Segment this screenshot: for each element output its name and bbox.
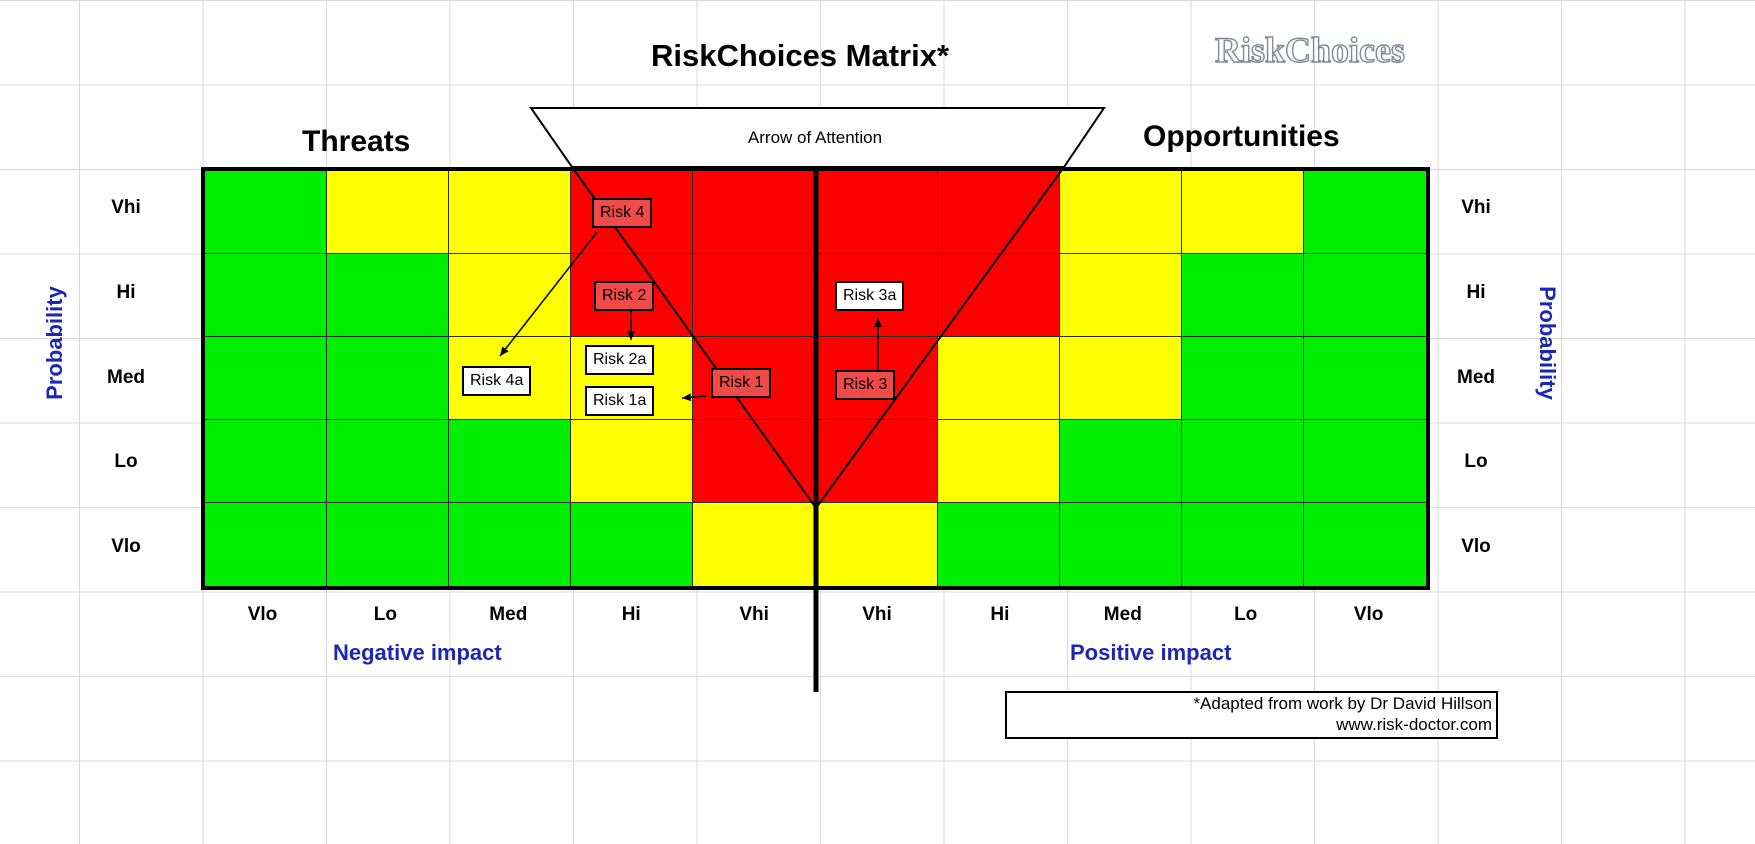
risk-3-box: Risk 3 xyxy=(835,370,896,400)
matrix-cell xyxy=(1181,171,1304,254)
matrix-cell xyxy=(937,171,1060,254)
risk-4-box: Risk 4 xyxy=(592,198,653,228)
matrix-cell xyxy=(1181,503,1304,586)
matrix-cell xyxy=(815,420,938,503)
matrix-cell xyxy=(205,503,328,586)
matrix-cell xyxy=(327,503,450,586)
column-label: Vhi xyxy=(739,604,769,625)
column-label: Hi xyxy=(990,604,1010,625)
page-title: RiskChoices Matrix* xyxy=(650,38,950,73)
column-label: Vlo xyxy=(1353,604,1384,625)
matrix-cell xyxy=(449,254,572,337)
matrix-cell xyxy=(693,420,816,503)
matrix-cell xyxy=(693,171,816,254)
column-label: Lo xyxy=(1234,604,1258,625)
risk-3a-box: Risk 3a xyxy=(835,281,905,311)
matrix-cell xyxy=(449,503,572,586)
arrow-risk4-to-risk4a xyxy=(499,231,598,357)
riskchoices-logo: RiskChoices xyxy=(1214,29,1405,70)
negative-impact-label: Negative impact xyxy=(333,640,502,665)
matrix-cell xyxy=(1059,420,1182,503)
row-label-right: Med xyxy=(1457,366,1495,388)
matrix-cell xyxy=(1303,420,1426,503)
credit-line-1: *Adapted from work by Dr David Hillson xyxy=(1193,694,1492,713)
matrix-cell xyxy=(1303,503,1426,586)
matrix-cell xyxy=(327,337,450,420)
risk-1-box: Risk 1 xyxy=(711,368,772,398)
row-label-left: Lo xyxy=(114,451,138,473)
risk-matrix xyxy=(201,167,1430,590)
matrix-cell xyxy=(571,503,694,586)
row-label-left: Med xyxy=(107,366,145,388)
matrix-cell xyxy=(1303,337,1426,420)
matrix-cell xyxy=(815,503,938,586)
row-label-right: Vlo xyxy=(1461,535,1491,557)
column-label: Vlo xyxy=(247,604,278,625)
credit-box: *Adapted from work by Dr David Hillson w… xyxy=(1005,691,1498,739)
matrix-cell xyxy=(693,503,816,586)
matrix-cell xyxy=(205,254,328,337)
matrix-cell xyxy=(205,337,328,420)
row-label-right: Hi xyxy=(1466,281,1486,303)
matrix-cell xyxy=(205,171,328,254)
matrix-cell xyxy=(815,171,938,254)
matrix-cell xyxy=(205,420,328,503)
column-label: Hi xyxy=(621,604,641,625)
matrix-cell xyxy=(1059,337,1182,420)
matrix-cell xyxy=(1059,503,1182,586)
risk-4a-box: Risk 4a xyxy=(462,366,532,396)
column-label: Med xyxy=(489,604,528,625)
positive-impact-label: Positive impact xyxy=(1070,640,1232,665)
column-label: Vhi xyxy=(862,604,892,625)
matrix-cell xyxy=(1181,420,1304,503)
matrix-cell xyxy=(937,503,1060,586)
risk-1a-box: Risk 1a xyxy=(585,386,655,416)
risk-2a-box: Risk 2a xyxy=(585,345,655,375)
matrix-cell xyxy=(1181,337,1304,420)
row-label-right: Lo xyxy=(1464,451,1488,473)
matrix-cell xyxy=(937,420,1060,503)
matrix-cell xyxy=(449,171,572,254)
row-label-left: Vlo xyxy=(111,535,141,557)
matrix-cell xyxy=(1059,254,1182,337)
row-label-left: Vhi xyxy=(111,197,141,219)
threats-heading: Threats xyxy=(302,125,411,158)
matrix-cell xyxy=(1059,171,1182,254)
matrix-cells xyxy=(205,171,1426,586)
matrix-cell xyxy=(327,254,450,337)
arrow-risk1-to-risk1a xyxy=(681,393,707,402)
matrix-cell xyxy=(571,420,694,503)
column-label: Lo xyxy=(373,604,397,625)
matrix-cell xyxy=(1303,254,1426,337)
risk-2-box: Risk 2 xyxy=(594,281,655,311)
credit-line-2: www.risk-doctor.com xyxy=(1336,715,1492,734)
row-label-left: Hi xyxy=(116,281,136,303)
matrix-cell xyxy=(693,254,816,337)
matrix-cell xyxy=(937,337,1060,420)
matrix-cell xyxy=(1303,171,1426,254)
matrix-cell xyxy=(327,420,450,503)
attention-line-right xyxy=(815,166,1065,509)
arrow-of-attention-label: Arrow of Attention xyxy=(747,128,883,147)
matrix-cell xyxy=(449,420,572,503)
row-label-right: Vhi xyxy=(1461,197,1491,219)
matrix-cell xyxy=(1181,254,1304,337)
matrix-cell xyxy=(327,171,450,254)
column-label: Med xyxy=(1103,604,1142,625)
opportunities-heading: Opportunities xyxy=(1143,120,1340,153)
svg-text:RiskChoices: RiskChoices xyxy=(1215,30,1405,70)
matrix-cell xyxy=(937,254,1060,337)
